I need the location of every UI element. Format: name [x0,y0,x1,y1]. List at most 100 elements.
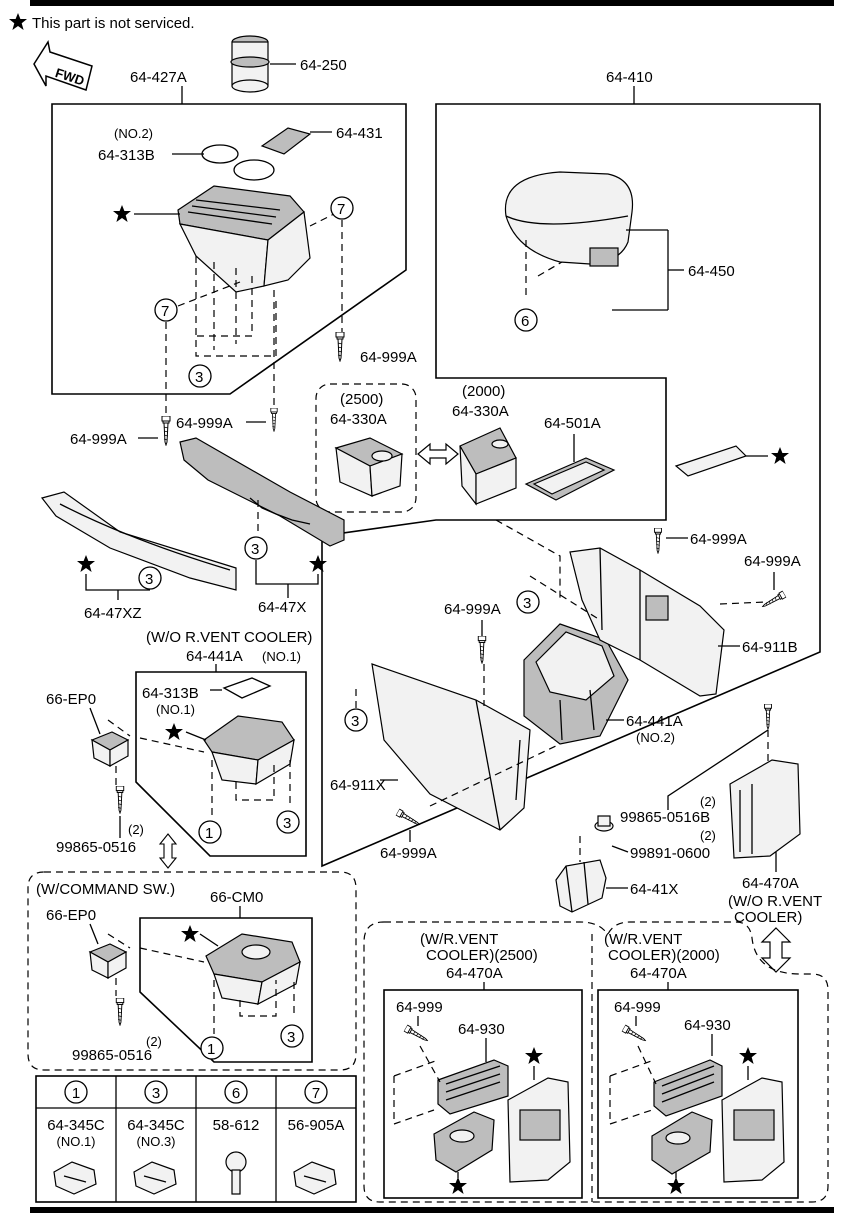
table-key-callout [224,1080,248,1104]
label-qty2: (2) [146,1034,162,1049]
callout-3 [276,810,300,834]
callout-6 [514,308,538,332]
bolt-icon [621,1024,648,1045]
label-64-330A: 64-330A [330,411,387,428]
label-64-441A: 64-441A [626,713,683,730]
bolt-icon [403,1024,430,1045]
callout-1 [200,1036,224,1060]
part-vent-housing [651,1111,713,1175]
part-64-330A-2500 [334,437,404,497]
label-64-470A: 64-470A [446,965,503,982]
table-part-icon [225,1151,247,1195]
label-64-999A: 64-999A [70,431,127,448]
ring-part [201,144,239,164]
star-icon [449,1177,467,1194]
star-icon [165,723,183,740]
label-64-427A: 64-427A [130,69,187,86]
label-no1: (NO.1) [262,649,301,664]
label-64-999: 64-999 [396,999,443,1016]
part-64-450-armrest [504,171,634,267]
label-99865-0516: 99865-0516 [56,839,136,856]
part-64-470A-cover-2000 [721,1077,785,1183]
part-64-441A-no2 [523,623,629,745]
group-box-2500 [383,989,583,1199]
label-64-470A: 64-470A [630,965,687,982]
callout-3-label: 3 [195,369,203,386]
callout-3 [188,364,212,388]
part-upper-console [177,185,311,293]
double-arrow-icon [417,442,459,466]
callout-3 [280,1024,304,1048]
star-icon [771,447,789,464]
group-rvent [363,921,829,1203]
part-64-47XZ-trim [40,491,237,591]
star-icon [77,555,95,572]
star-icon [739,1047,757,1064]
label-64-911B: 64-911B [742,639,798,656]
part-64-930-vent [437,1059,509,1115]
part-66-EP0-switch [88,943,128,980]
callout-3-label: 3 [283,815,291,832]
star-icon [667,1177,685,1194]
part-64-330A-2000 [459,427,517,506]
callout-table [35,1075,357,1203]
label-wr-2000-1: (W/R.VENT [604,931,682,948]
label-64-930: 64-930 [458,1021,505,1038]
table-key-callout [64,1080,88,1104]
group-2500 [315,383,417,513]
bolt-icon [764,704,772,730]
bolt-icon [654,528,662,554]
table-part-number: 64-345C [127,1117,185,1134]
group-box-66-CM0 [139,917,313,1063]
label-wr-2500-1: (W/R.VENT [420,931,498,948]
table-part-icon [53,1161,97,1195]
label-qty2: (2) [128,822,144,837]
label-64-501A: 64-501A [544,415,601,432]
label-wo-vent: (W/O R.VENT COOLER) [146,629,312,646]
star-icon [309,555,327,572]
label-66-EP0: 66-EP0 [46,907,96,924]
callout-7 [154,298,178,322]
callout-7 [330,196,354,220]
label-66-EP0: 66-EP0 [46,691,96,708]
label-64-999A: 64-999A [176,415,233,432]
part-64-250 [230,35,270,93]
bolt-icon [335,332,345,362]
bolt-icon [270,408,278,432]
label-64-999A: 64-999A [360,349,417,366]
part-64-911B-panel [569,547,725,697]
group-box-64-410 [321,103,821,868]
label-64-47X: 64-47X [258,599,306,616]
part-64-911X-panel [371,663,531,831]
table-part-note: (NO.1) [57,1134,96,1149]
label-64-313B: 64-313B [98,147,155,164]
callout-7-label: 7 [161,303,169,320]
label-64-911X: 64-911X [330,777,386,794]
star-icon [9,13,27,30]
label-wo-rvent-1: (W/O R.VENT [728,893,822,910]
callout-6-label: 6 [521,313,529,330]
group-command-sw [27,871,357,1071]
star-icon [525,1047,543,1064]
label-64-999A: 64-999A [444,601,501,618]
ring-part [233,159,275,181]
label-64-999A: 64-999A [744,553,801,570]
label-64-999: 64-999 [614,999,661,1016]
table-part-number: 64-345C [47,1117,105,1134]
label-wr-2500-2: COOLER)(2500) [426,947,538,964]
part-64-313B-mat [222,677,272,699]
callout-3 [516,590,540,614]
callout-3-label: 3 [251,541,259,558]
label-66-CM0: 66-CM0 [210,889,263,906]
callout-1-label: 1 [205,825,213,842]
double-arrow-icon [158,833,178,869]
part-64-41X-bracket [555,859,607,913]
bolt-icon [115,998,125,1026]
table-part-icon [293,1161,337,1195]
label-64-930: 64-930 [684,1017,731,1034]
label-99865-0516: 99865-0516 [72,1047,152,1064]
legend-note: This part is not serviced. [32,15,195,32]
label-2500: (2500) [340,391,383,408]
